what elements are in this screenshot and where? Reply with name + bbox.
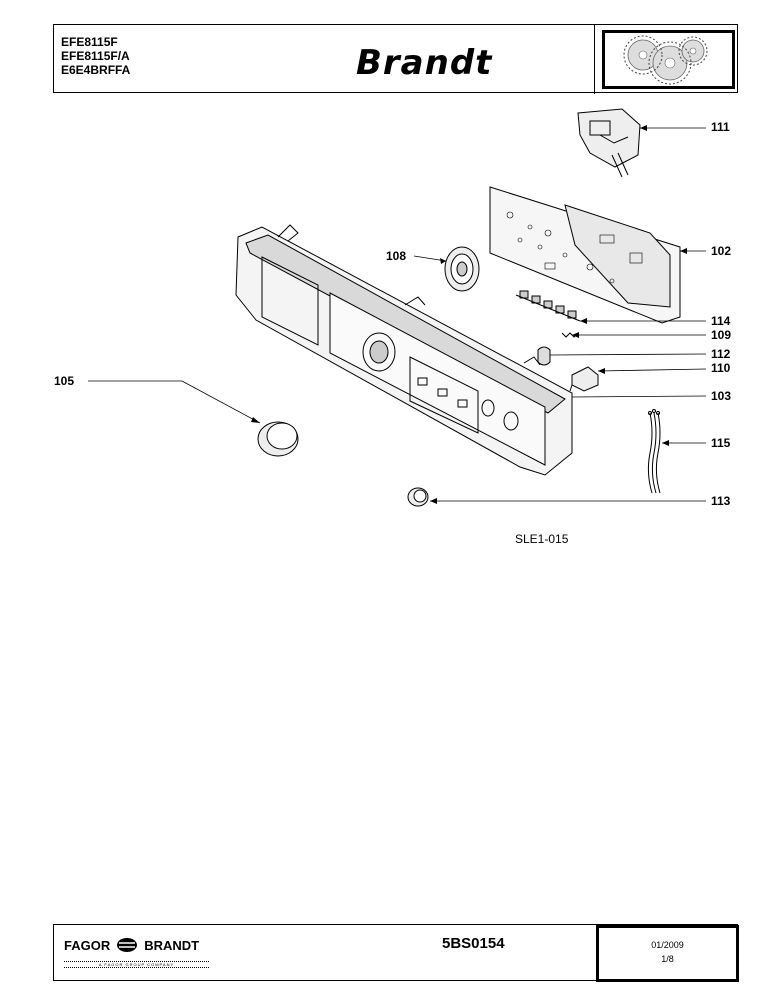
page-number: 1/8	[661, 954, 674, 964]
switch-part	[577, 108, 641, 178]
document-number: 5BS0154	[442, 935, 505, 952]
gear-logo-box	[594, 25, 739, 94]
callout-label: 110	[711, 361, 731, 375]
drawing-reference: SLE1-015	[515, 532, 569, 546]
cable-part	[647, 409, 661, 494]
model-number: EFE8115F	[61, 35, 118, 49]
company-tagline: A FAGOR GROUP COMPANY	[64, 961, 209, 968]
brand-logo: Brandt	[356, 43, 493, 83]
electronic-board-part	[489, 186, 681, 324]
gear-logo-frame	[602, 30, 735, 89]
clip-part	[537, 346, 551, 366]
small-knob-part	[407, 487, 429, 507]
button-strip-part	[515, 290, 581, 322]
model-number: E6E4BRFFA	[61, 63, 131, 77]
callout-label: 111	[711, 120, 730, 134]
exploded-parts-diagram: 111 102 108 114 109 112 110 105 103 115 …	[0, 95, 773, 565]
callout-label: 109	[711, 328, 732, 342]
knob-part	[257, 421, 299, 457]
model-list: EFE8115F EFE8115F/A E6E4BRFFA	[61, 35, 130, 77]
callout-label: 102	[711, 244, 732, 258]
header: EFE8115F EFE8115F/A E6E4BRFFA Brandt	[53, 24, 739, 94]
connector-part	[569, 366, 599, 392]
date-page-box: 01/2009 1/8	[596, 925, 739, 982]
callout-label: 115	[711, 436, 731, 450]
fagor-brandt-logo: FAGOR BRANDT	[64, 937, 199, 953]
logo-text-right: BRANDT	[144, 937, 200, 953]
document-date: 01/2009	[651, 940, 684, 950]
callout-label: 114	[711, 314, 731, 328]
callout-label: 103	[711, 389, 732, 403]
logo-text-left: FAGOR	[64, 937, 111, 953]
selector-ring-part	[444, 246, 480, 292]
control-panel-part	[235, 224, 573, 476]
gears-icon	[623, 35, 708, 85]
callout-label: 108	[386, 249, 407, 263]
callout-label: 112	[711, 347, 731, 361]
callout-label: 105	[54, 374, 75, 388]
parts-drawing	[88, 108, 707, 507]
callout-label: 113	[711, 494, 731, 508]
fagor-brandt-emblem-icon	[117, 938, 138, 952]
model-number: EFE8115F/A	[61, 49, 130, 63]
footer: FAGOR BRANDT A FAGOR GROUP COMPANY 5BS01…	[53, 924, 739, 982]
